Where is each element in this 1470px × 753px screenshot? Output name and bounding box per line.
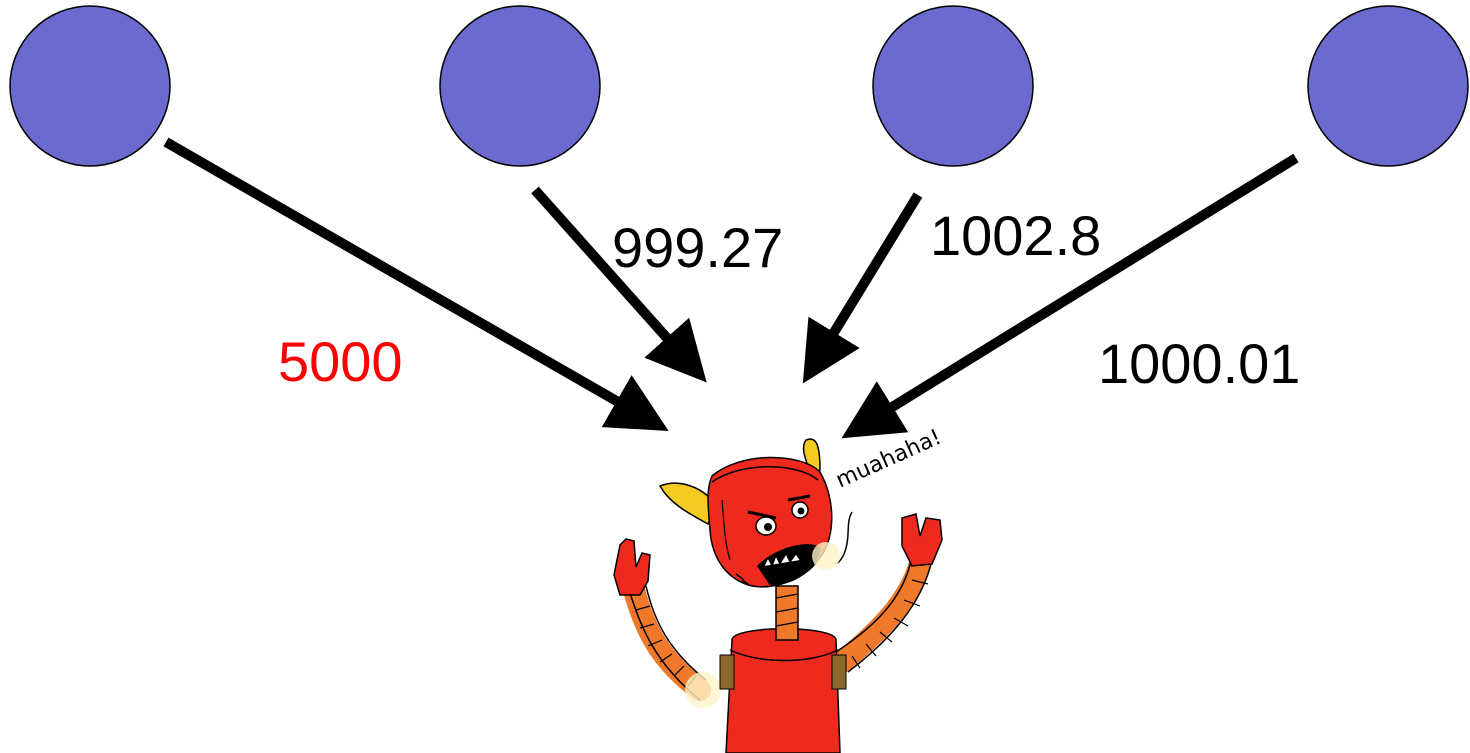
source-node-3 <box>872 5 1034 167</box>
villain-figure: muahaha! <box>613 425 945 753</box>
edge-arrow-4 <box>841 153 1299 439</box>
villain-right-hand <box>901 513 943 567</box>
villain-right-arm <box>831 545 933 673</box>
edge-arrow-3 <box>802 192 923 384</box>
villain-left-hand <box>613 538 651 596</box>
edge-label-3: 1002.8 <box>930 204 1102 267</box>
villain-speech-text: muahaha! <box>832 425 945 494</box>
edge-arrow-1 <box>163 137 669 431</box>
edge-label-4: 1000.01 <box>1098 332 1301 395</box>
villain-left-arm <box>623 579 721 708</box>
edge-label-2: 999.27 <box>612 216 784 279</box>
villain-neck <box>775 585 799 641</box>
source-node-4 <box>1307 5 1469 167</box>
source-node-2 <box>439 5 601 167</box>
source-node-1 <box>9 5 171 167</box>
edge-arrow-2 <box>531 186 707 383</box>
villain-body <box>725 628 841 753</box>
edge-label-1: 5000 <box>278 330 403 393</box>
